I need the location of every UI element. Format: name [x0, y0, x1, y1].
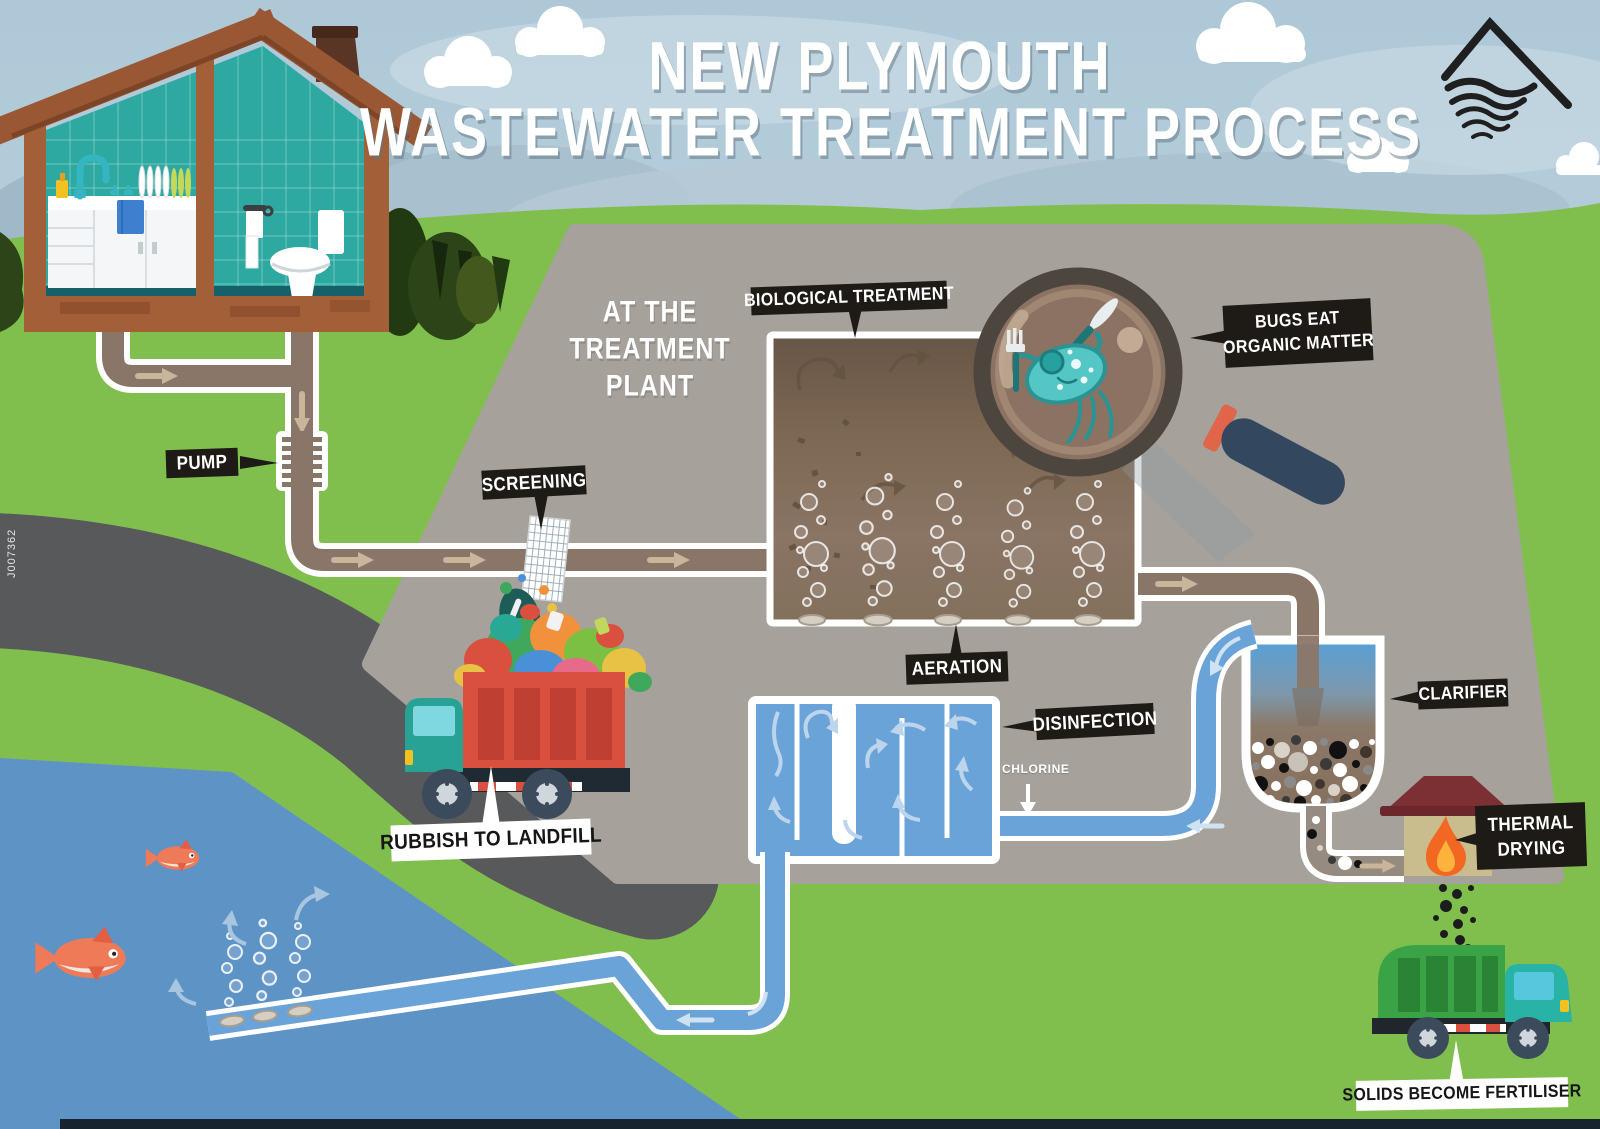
sink-faucet-icon — [74, 154, 133, 200]
title-line-1: NEW PLYMOUTH — [648, 27, 1112, 105]
label-bugs-eat-organic-matter: BUGS EAT ORGANIC MATTER — [1222, 298, 1375, 368]
timber-frame — [0, 7, 433, 332]
heading-line-2: TREATMENT — [569, 332, 731, 366]
sewer-pipes — [96, 322, 790, 577]
label-disinfection: DISINFECTION — [1032, 702, 1158, 741]
knife-icon — [1072, 298, 1119, 348]
rubbish-truck-icon — [405, 672, 630, 819]
kitchen — [48, 154, 196, 288]
document-code: J007362 — [6, 528, 18, 578]
label-rubbish-to-landfill: RUBBISH TO LANDFILL — [380, 818, 602, 862]
chlorine-arrow — [1020, 784, 1036, 816]
bathroom — [243, 205, 344, 298]
detergent-bottle-icon — [56, 173, 68, 198]
label-chlorine: CHLORINE — [1002, 762, 1070, 776]
towel — [117, 200, 144, 234]
council-logo-icon — [1441, 16, 1572, 139]
house-icon — [0, 7, 433, 332]
heading-line-1: AT THE — [602, 295, 698, 329]
fork-icon — [1006, 328, 1025, 392]
dispersion-arrows — [168, 886, 330, 1006]
flow-arrows — [768, 709, 978, 840]
clarifier-tank — [1241, 635, 1385, 813]
poster-title: NEW PLYMOUTH WASTEWATER TREATMENT PROCES… — [360, 24, 1420, 171]
magnifying-glass-icon — [973, 267, 1345, 562]
dish-rack — [138, 165, 191, 199]
label-clarifier: CLARIFIER — [1417, 678, 1509, 710]
section-heading: AT THE TREATMENT PLANT — [548, 294, 752, 405]
sludge-pipe — [1300, 806, 1404, 882]
label-aeration: AERATION — [905, 651, 1009, 685]
toilet-paper-icon — [243, 205, 274, 269]
label-screening: SCREENING — [481, 465, 587, 500]
pump-icon — [276, 431, 328, 491]
screening-mesh-icon — [520, 515, 571, 603]
toilet-icon — [270, 210, 344, 298]
label-pump: PUMP — [165, 447, 239, 479]
bottom-bar — [60, 1119, 1600, 1129]
outfall-diffusers — [219, 918, 313, 1028]
label-pointers — [240, 308, 1480, 1084]
fertiliser-truck-icon — [1372, 945, 1572, 1059]
ocean-outfall-pipe — [168, 852, 790, 1041]
clouds — [424, 2, 1600, 175]
clarifier-inlet-pipe — [1138, 567, 1325, 640]
disinfection-tank — [748, 696, 1000, 864]
title-line-2: WASTEWATER TREATMENT PROCESS — [360, 93, 1423, 171]
mixing-arrows — [796, 350, 1066, 502]
microbe-icon — [1006, 298, 1119, 444]
label-solids-become-fertiliser: SOLIDS BECOME FERTILISER — [1342, 1077, 1582, 1111]
clarified-water-pipe — [996, 619, 1259, 841]
flame-icon — [1426, 816, 1466, 876]
heading-line-3: PLANT — [605, 369, 695, 403]
label-thermal-drying: THERMAL DRYING — [1474, 802, 1588, 870]
